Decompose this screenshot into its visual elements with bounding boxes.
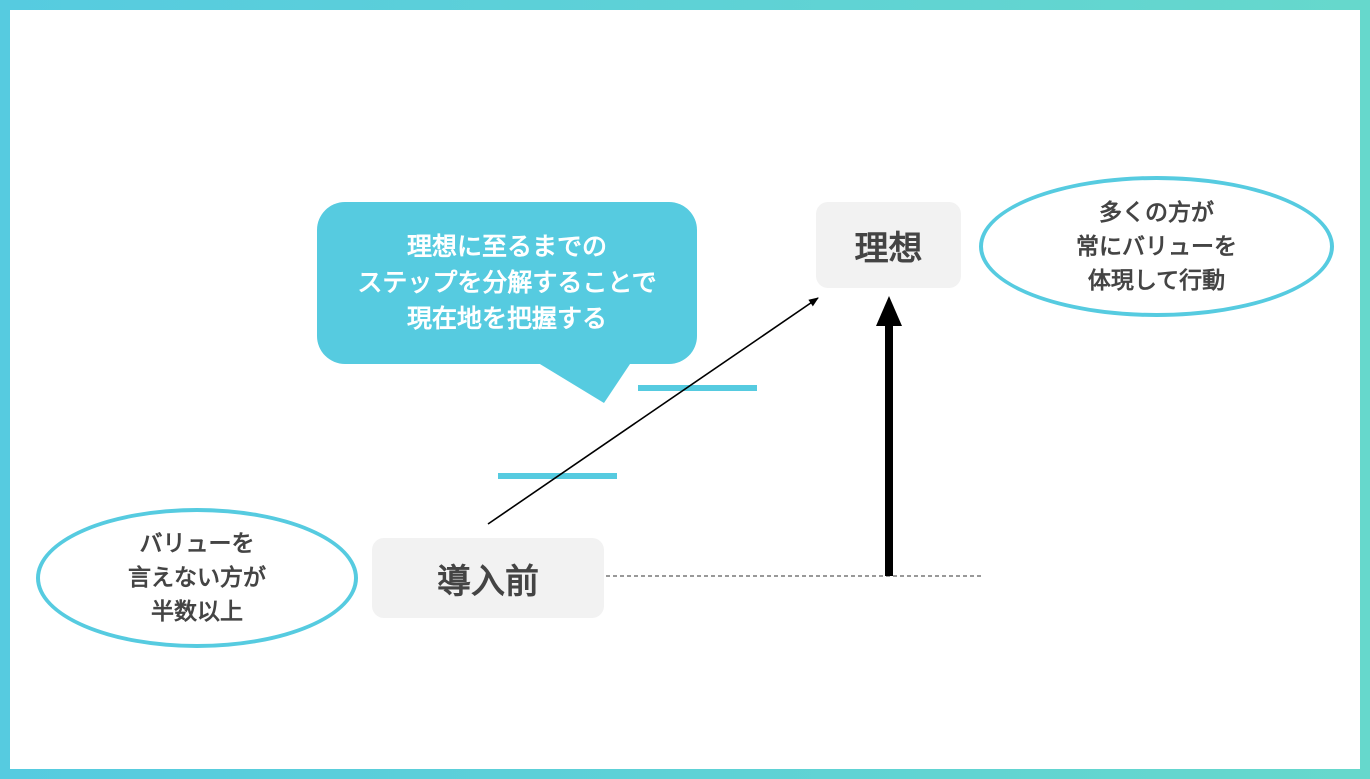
- goal-note-line-1: 多くの方が: [1099, 199, 1214, 226]
- callout-bubble: 理想に至るまでの ステップを分解することで 現在地を把握する: [317, 202, 697, 364]
- callout-tail: [530, 358, 634, 403]
- gap-arrow-head: [876, 296, 902, 326]
- progress-arrow: [487, 297, 819, 525]
- goal-box-label: 理想: [854, 228, 923, 269]
- goal-note-line-3: 体現して行動: [1087, 267, 1226, 294]
- start-note-line-2: 言えない方が: [128, 565, 266, 591]
- start-box-label: 導入前: [437, 561, 539, 602]
- callout-line-1: 理想に至るまでの: [406, 232, 607, 261]
- start-note-ellipse: バリューを 言えない方が 半数以上: [36, 508, 358, 648]
- goal-note-line-2: 常にバリューを: [1076, 233, 1237, 260]
- start-note-line-1: バリューを: [139, 531, 255, 557]
- gap-arrow-shaft: [885, 322, 893, 576]
- goal-note-ellipse: 多くの方が 常にバリューを 体現して行動: [979, 176, 1334, 317]
- slide-canvas: 理想に至るまでの ステップを分解することで 現在地を把握する 導入前 理想 バリ…: [10, 10, 1360, 769]
- callout-line-3: 現在地を把握する: [406, 304, 607, 333]
- connector-layer: [487, 296, 982, 577]
- callout-line-2: ステップを分解することで: [357, 268, 657, 297]
- start-note-line-3: 半数以上: [151, 599, 243, 625]
- start-box: 導入前: [372, 538, 604, 618]
- goal-box: 理想: [816, 202, 961, 288]
- callout-tail-layer: [530, 358, 634, 403]
